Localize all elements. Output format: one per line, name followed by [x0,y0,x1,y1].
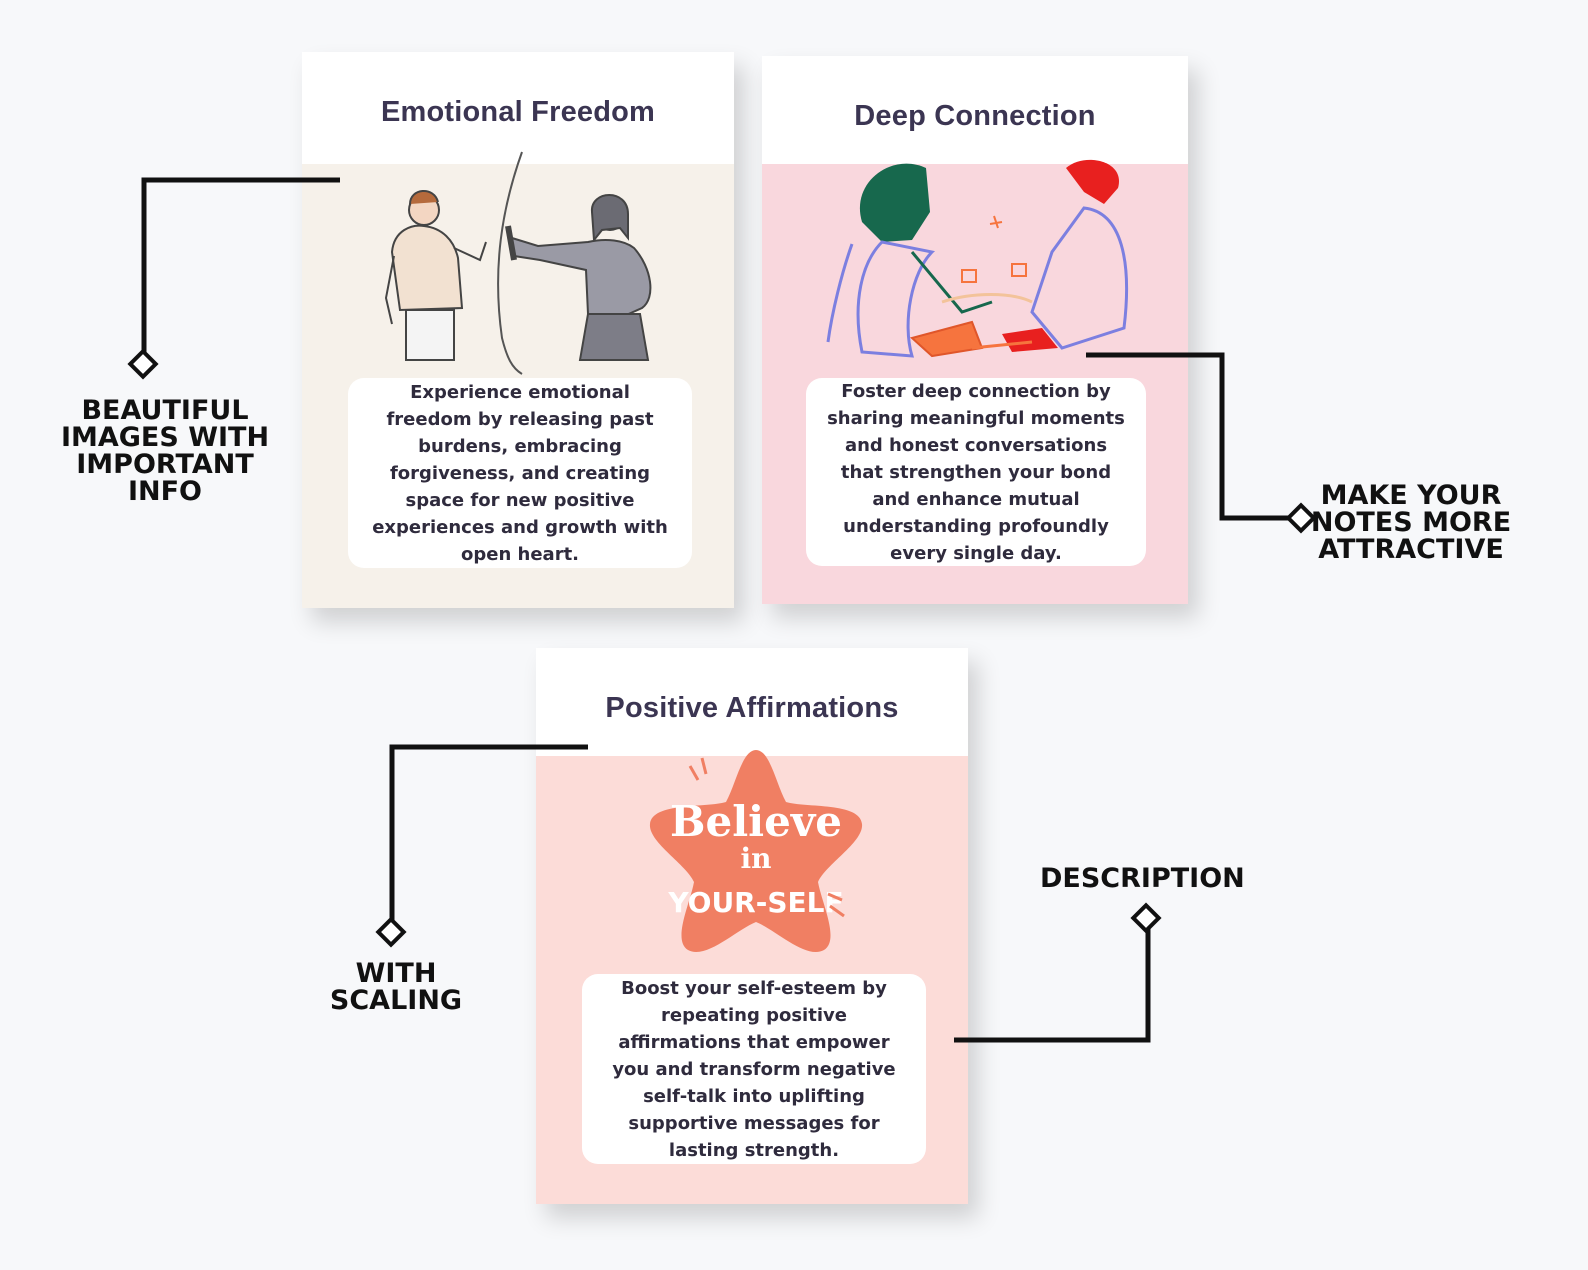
callout-line: BEAUTIFUL [81,395,249,426]
card-title: Positive Affirmations [605,692,899,724]
badge-text-yourself: YOUR-SELF [667,886,843,919]
badge-text-believe: Believe [670,797,842,846]
card-description: Boost your self-esteem by repeating posi… [582,974,926,1164]
callout-line: NOTES MORE [1310,507,1512,538]
card-description: Experience emotional freedom by releasin… [348,378,692,568]
card-title: Emotional Freedom [380,96,656,128]
callout-beautiful-images: BEAUTIFUL IMAGES WITH IMPORTANT INFO [40,397,290,505]
callout-line: ATTRACTIVE [1318,534,1504,565]
card-emotional-freedom: Emotional Freedom Experience emotional f… [302,52,734,608]
believe-star-badge: Believe in YOUR-SELF [649,750,863,953]
callout-line: MAKE YOUR [1320,480,1502,511]
callout-line: IMAGES WITH [60,422,270,453]
card-positive-affirmations: Positive Affirmations Believe in YOUR-SE… [536,648,968,1204]
people-boundary-illustration [384,151,652,375]
badge-text-in: in [741,842,772,875]
card-title: Deep Connection [854,100,1096,132]
diamond-marker-icon [127,348,1317,948]
friends-chatting-illustration [826,159,1129,358]
callout-with-scaling: WITH SCALING [329,958,463,1016]
card-description: Foster deep connection by sharing meanin… [806,378,1146,566]
callout-description: DESCRIPTION [1040,863,1245,894]
card-deep-connection: Deep Connection Foster deep connection b… [762,56,1188,604]
callout-attractive-notes: MAKE YOUR NOTES MORE ATTRACTIVE [1306,482,1516,563]
callout-line: IMPORTANT INFO [76,449,254,507]
